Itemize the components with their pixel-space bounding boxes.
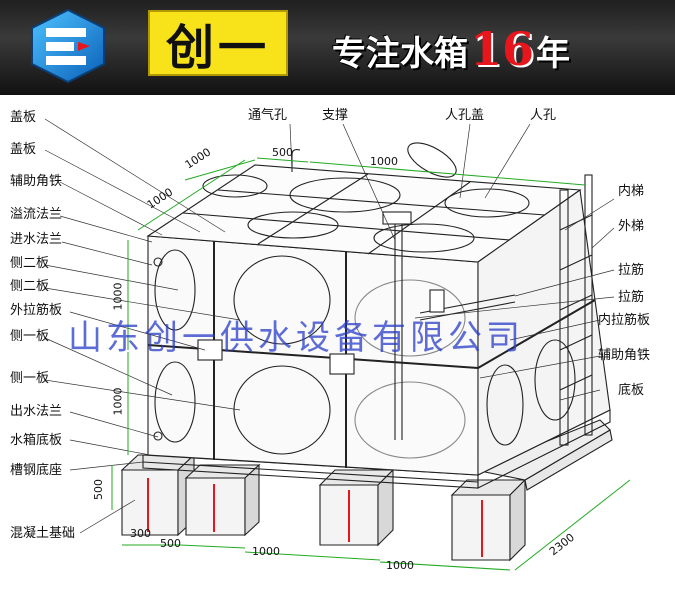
slogan: 专注水箱 16 年 [332, 22, 571, 76]
label-inner-tie-plate: 内拉筋板 [598, 313, 651, 328]
label-manhole-cover: 人孔盖 [445, 108, 485, 123]
brand-name: 创一 [165, 20, 270, 76]
label-tie-bar-1: 拉筋 [618, 263, 645, 278]
label-inlet-flange: 进水法兰 [10, 232, 63, 247]
dimension-left-500: 500 [92, 479, 105, 500]
label-side-first-plate-2: 侧一板 [10, 371, 50, 386]
dimension-bottom-1000-a: 1000 [252, 545, 280, 558]
label-overflow-flange: 溢流法兰 [10, 207, 63, 222]
dimension-left-1000-a: 1000 [111, 282, 125, 311]
label-outer-ladder: 外梯 [618, 219, 645, 234]
label-cover-plate-2: 盖板 [10, 142, 37, 157]
slogan-text: 专注水箱 [332, 34, 468, 74]
label-manhole: 人孔 [530, 108, 557, 123]
label-outer-tie-plate: 外拉筋板 [10, 303, 63, 318]
label-side-first-plate-1: 侧一板 [10, 329, 50, 344]
header-banner: 创一 专注水箱 16 年 [0, 0, 675, 95]
internal-support [382, 211, 516, 440]
label-tie-bar-2: 拉筋 [618, 290, 645, 305]
dimension-bottom-500: 500 [160, 537, 181, 550]
label-inner-ladder: 内梯 [618, 184, 645, 199]
dimension-bottom-1000-b: 1000 [386, 559, 414, 572]
water-tank-diagram [44, 118, 631, 571]
slogan-years: 16 [470, 22, 535, 76]
dimension-top-1000-c: 1000 [370, 155, 398, 168]
tank-top-face [146, 142, 582, 263]
label-auxiliary-angle-iron: 辅助角铁 [10, 174, 63, 189]
dimension-left-1000-b: 1000 [111, 387, 125, 416]
label-concrete-foundation: 混凝土基础 [10, 526, 76, 541]
company-watermark: 山东创一供水设备有限公司 [68, 318, 524, 358]
slogan-suffix: 年 [536, 34, 571, 74]
label-support: 支撑 [322, 108, 349, 123]
label-cover-plate-1: 盖板 [10, 110, 37, 125]
label-outlet-flange: 出水法兰 [10, 404, 63, 419]
banner-background [0, 0, 675, 95]
label-side-second-plate-2: 侧二板 [10, 279, 50, 294]
label-bottom-plate: 底板 [618, 383, 645, 398]
label-auxiliary-angle-iron-right: 辅助角铁 [598, 348, 651, 363]
label-vent-hole: 通气孔 [248, 108, 288, 123]
concrete-foundation [120, 419, 613, 562]
brand-name-box: 创一 [148, 10, 288, 76]
company-logo [28, 6, 108, 86]
label-channel-steel-base: 槽钢底座 [10, 463, 63, 478]
label-side-second-plate-1: 侧二板 [10, 256, 50, 271]
label-tank-bottom-plate: 水箱底板 [10, 433, 63, 448]
dimension-top-500: 500 [272, 146, 293, 159]
dimension-bottom-300: 300 [130, 527, 151, 540]
